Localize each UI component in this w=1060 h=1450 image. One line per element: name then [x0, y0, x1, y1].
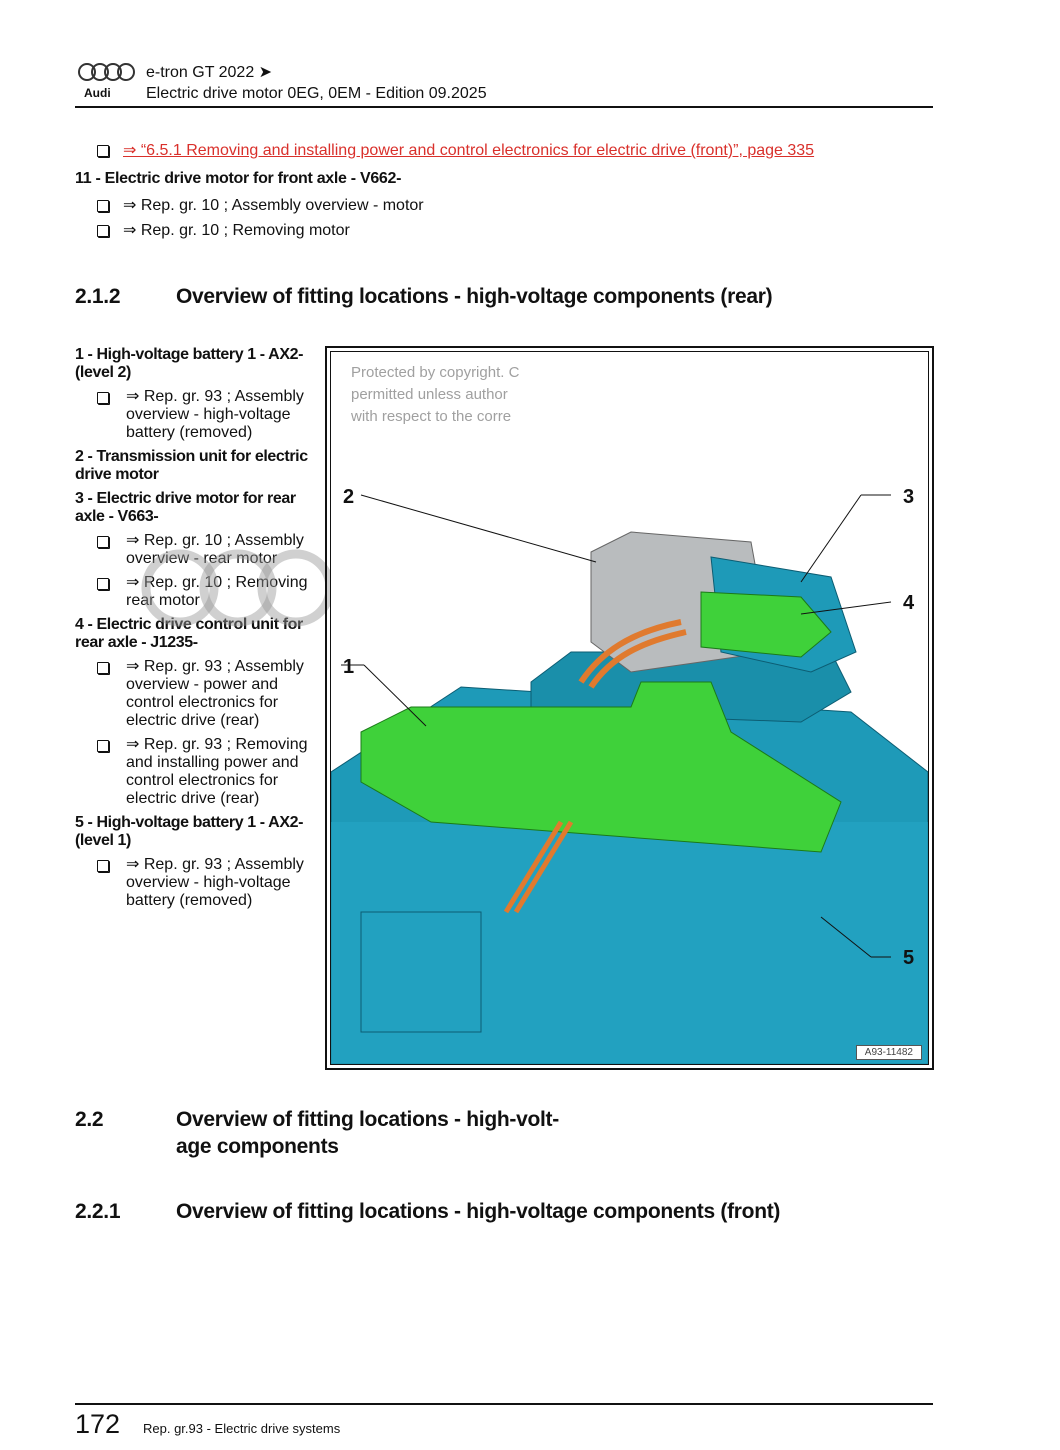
svg-text:Audi: Audi: [84, 86, 111, 100]
list-item: ⇒ Rep. gr. 10 ; Assembly overview - moto…: [97, 195, 424, 215]
page-number: 172: [75, 1409, 121, 1439]
legend-reference: ⇒ Rep. gr. 93 ; Assembly overview - powe…: [75, 658, 320, 730]
list-item: ⇒ “6.5.1 Removing and installing power a…: [97, 140, 814, 160]
callout-4: 4: [903, 592, 915, 614]
legend-reference: ⇒ Rep. gr. 93 ; Assembly overview - high…: [75, 388, 320, 442]
footer-divider: [75, 1403, 933, 1405]
callout-5: 5: [903, 947, 915, 969]
legend-list: 1 - High-voltage battery 1 - AX2- (level…: [75, 346, 320, 916]
checkbox-icon: [97, 740, 109, 752]
cross-reference-link[interactable]: ⇒ “6.5.1 Removing and installing power a…: [123, 142, 815, 159]
checkbox-icon: [97, 392, 109, 404]
hv-components-illustration: [331, 494, 928, 1064]
audi-rings-logo: Audi: [78, 63, 135, 100]
checkbox-icon: [97, 144, 109, 157]
legend-item-title: 1 - High-voltage battery 1 - AX2- (level…: [75, 346, 304, 381]
section-number: 2.2: [75, 1108, 104, 1131]
footer-text: Rep. gr.93 - Electric drive systems: [143, 1421, 341, 1436]
figure-frame: Protected by copyright. C permitted unle…: [325, 346, 934, 1070]
legend-item-title: 2 - Transmission unit for electric drive…: [75, 448, 308, 483]
watermark-text: with respect to the corre: [351, 408, 512, 425]
watermark-text: Protected by copyright. C: [351, 364, 520, 381]
checkbox-icon: [97, 536, 109, 548]
section-number: 2.2.1: [75, 1200, 121, 1223]
reference-text: ⇒ Rep. gr. 10 ; Removing motor: [123, 222, 350, 239]
legend-item-title: 5 - High-voltage battery 1 - AX2- (level…: [75, 814, 304, 849]
list-item: ⇒ Rep. gr. 10 ; Removing motor: [97, 220, 350, 240]
section-number: 2.1.2: [75, 285, 121, 308]
header-divider: [75, 106, 933, 108]
section-title: Overview of fitting locations - high-vol…: [176, 1200, 781, 1223]
legend-reference: ⇒ Rep. gr. 93 ; Removing and installing …: [75, 736, 320, 808]
section-title: Overview of fitting locations - high-vol…: [176, 285, 773, 308]
callout-2: 2: [343, 486, 355, 508]
watermark-rings: [141, 549, 330, 627]
section-title: Overview of fitting locations - high-vol…: [176, 1108, 559, 1131]
header-title: e-tron GT 2022 ➤: [146, 64, 273, 81]
legend-reference: ⇒ Rep. gr. 10 ; Removing rear motor: [75, 574, 320, 610]
legend-reference: ⇒ Rep. gr. 10 ; Assembly overview - rear…: [75, 532, 320, 568]
legend-reference: ⇒ Rep. gr. 93 ; Assembly overview - high…: [75, 856, 320, 910]
item-heading: 11 - Electric drive motor for front axle…: [75, 170, 402, 187]
watermark-text: permitted unless author: [351, 386, 508, 403]
header-subtitle: Electric drive motor 0EG, 0EM - Edition …: [146, 85, 487, 102]
checkbox-icon: [97, 578, 109, 590]
callout-3: 3: [903, 486, 915, 508]
callout-1: 1: [343, 656, 355, 678]
reference-text: ⇒ Rep. gr. 10 ; Assembly overview - moto…: [123, 197, 424, 214]
checkbox-icon: [97, 662, 109, 674]
checkbox-icon: [97, 199, 109, 212]
checkbox-icon: [97, 860, 109, 872]
figure-illustration: Protected by copyright. C permitted unle…: [330, 351, 929, 1065]
figure-number: A93-11482: [855, 1045, 922, 1060]
section-title-cont: age components: [176, 1135, 339, 1158]
checkbox-icon: [97, 224, 109, 237]
legend-item-title: 3 - Electric drive motor for rear axle -…: [75, 490, 296, 525]
legend-item-title: 4 - Electric drive control unit for rear…: [75, 616, 303, 651]
